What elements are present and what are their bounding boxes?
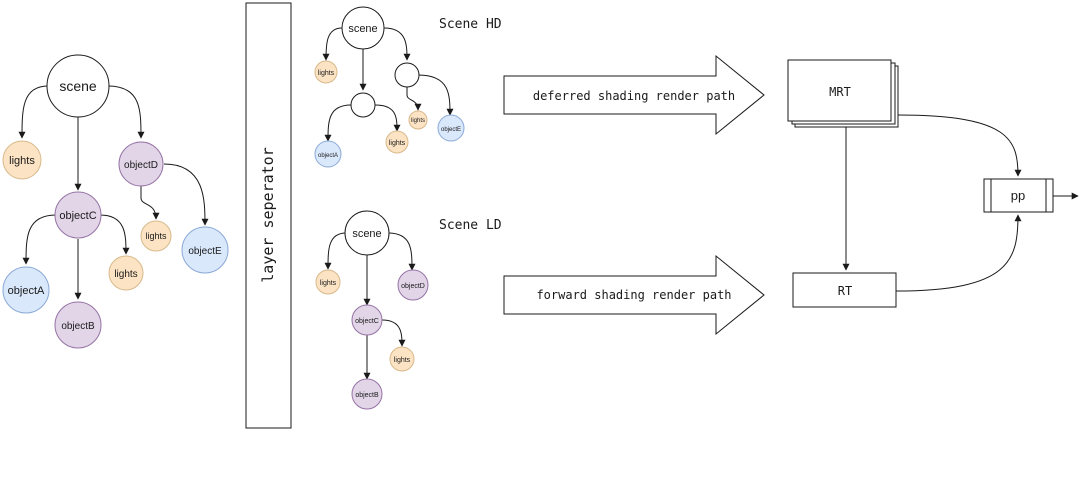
objectB-node xyxy=(54,301,102,349)
objectE-node xyxy=(181,226,229,274)
rt-box-group: RT xyxy=(792,272,897,308)
ld-scene-node xyxy=(344,210,390,256)
scene-ld-tree: Scene LD scene lights objectD objectC li… xyxy=(315,210,502,410)
forward-path-label: forward shading render path xyxy=(536,288,731,302)
hd-empty-node xyxy=(350,92,376,118)
deferred-path-label: deferred shading render path xyxy=(533,89,735,103)
scene-hd-title: Scene HD xyxy=(439,17,502,32)
forward-arrow-shape xyxy=(503,254,765,336)
edge-objectD-objectE xyxy=(163,163,209,226)
scene-hd-tree: Scene HD scene lights lights objectE obj… xyxy=(314,6,502,168)
main-scene-nodes: scene lights objectD objectC lights obje… xyxy=(2,54,229,349)
objectC-node xyxy=(54,191,102,239)
mrt-stack: MRT xyxy=(787,59,899,128)
scene-node xyxy=(46,54,110,118)
pp-label: pp xyxy=(1011,188,1025,203)
objectA-node xyxy=(314,140,342,168)
objectC-label: objectC xyxy=(59,210,96,222)
edge-objectC-objectA xyxy=(22,214,57,265)
objectA-label: objectA xyxy=(8,285,45,297)
edge-objectC-lights xyxy=(99,214,130,255)
objectA-node xyxy=(2,266,50,314)
mrt-label: MRT xyxy=(829,85,851,99)
edge-hd-node-objectA xyxy=(324,104,352,142)
pp-box xyxy=(983,178,1054,213)
rt-box xyxy=(792,272,897,308)
lights-node xyxy=(314,60,338,84)
objectE-node xyxy=(437,114,465,142)
lights-node xyxy=(408,110,428,130)
objectD-label: objectD xyxy=(124,160,158,171)
edge-ld-scene-objectD xyxy=(387,232,416,271)
edge-objectD-lights xyxy=(140,186,160,220)
lights-label: lights xyxy=(394,357,411,364)
layer-separator-box xyxy=(245,2,292,429)
connectors xyxy=(842,114,1079,292)
lights-node xyxy=(108,255,144,291)
edge-ld-scene-lights xyxy=(324,232,347,270)
lights-node xyxy=(315,269,341,295)
edge-hd-node-lights xyxy=(374,104,401,132)
edge-scene-objectD xyxy=(107,85,145,139)
lights-node xyxy=(140,220,172,252)
objectE-label: objectE xyxy=(441,127,461,133)
scene-ld-title: Scene LD xyxy=(439,218,502,233)
hd-scene-node xyxy=(341,6,385,50)
objectC-node xyxy=(351,304,383,336)
edge-hd-scene-lights xyxy=(322,27,343,61)
lights-label: lights xyxy=(9,155,35,167)
edge-ld-objectC-lights xyxy=(381,319,406,347)
layer-separator: layer seperator xyxy=(245,2,292,429)
rt-label: RT xyxy=(838,284,852,298)
layer-separator-label: layer seperator xyxy=(259,147,277,282)
objectB-label: objectB xyxy=(61,321,95,332)
scene-label: scene xyxy=(59,78,97,94)
lights-label: lights xyxy=(411,118,425,124)
objectA-label: objectA xyxy=(318,153,338,159)
edge-hd-node-objectE xyxy=(417,74,454,116)
edge-scene-lights xyxy=(18,85,49,139)
edge-hd-node-lights xyxy=(406,87,422,111)
deferred-arrow-shape xyxy=(503,54,765,136)
objectD-label: objectD xyxy=(401,283,425,290)
deferred-path-arrow: deferred shading render path xyxy=(503,54,765,136)
lights-label: lights xyxy=(389,140,406,147)
lights-label: lights xyxy=(145,231,167,241)
hd-empty-node xyxy=(394,62,420,88)
objectE-label: objectE xyxy=(188,246,222,257)
objectB-label: objectB xyxy=(355,392,379,399)
lights-label: lights xyxy=(320,280,337,287)
lights-label: lights xyxy=(318,70,335,77)
pp-box-group: pp xyxy=(983,178,1054,213)
forward-path-arrow: forward shading render path xyxy=(503,254,765,336)
objectD-node xyxy=(397,269,429,301)
objectB-node xyxy=(351,378,383,410)
lights-node xyxy=(385,130,409,154)
objectC-label: objectC xyxy=(355,318,379,325)
ld-scene-label: scene xyxy=(352,228,381,240)
edge-hd-scene-node xyxy=(383,27,411,61)
edge-mrt-pp xyxy=(897,114,1022,177)
main-scene-tree xyxy=(18,85,209,300)
lights-node xyxy=(389,346,415,372)
lights-label: lights xyxy=(114,269,137,280)
lights-node xyxy=(2,140,42,180)
edge-rt-pp xyxy=(895,214,1022,292)
hd-scene-label: scene xyxy=(348,23,377,35)
mrt-box xyxy=(787,59,892,122)
objectD-node xyxy=(118,141,164,187)
